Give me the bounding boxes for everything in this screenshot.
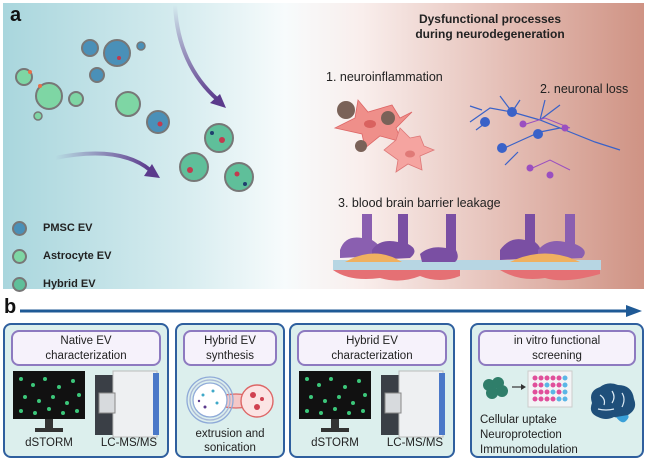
caption-lc-ms: LC-MS/MS bbox=[386, 437, 444, 449]
caption-lc-ms: LC-MS/MS bbox=[100, 437, 158, 449]
step-hybrid-ev-characterization: Hybrid EV characterization dSTORM LC-MS/… bbox=[289, 323, 455, 458]
neurons-icon bbox=[469, 95, 621, 179]
astrocyte-ev-group bbox=[15, 68, 141, 121]
step-title-line1: Native EV bbox=[60, 335, 112, 347]
processes-title: Dysfunctional processes during neurodege… bbox=[380, 12, 600, 42]
step-header: Hybrid EV synthesis bbox=[183, 330, 277, 366]
dstorm-monitor-icon bbox=[299, 371, 371, 432]
legend-label: Astrocyte EV bbox=[43, 250, 112, 262]
arrow-right-icon bbox=[512, 384, 526, 390]
panel-b-label: b bbox=[4, 296, 17, 318]
hybrid-ev-group bbox=[179, 123, 254, 192]
pmsc-ev-icon bbox=[12, 220, 27, 236]
caption-extrusion: extrusion and bbox=[195, 428, 265, 440]
processes-title-line2: during neurodegeneration bbox=[415, 27, 565, 41]
process-neuroinflammation-label: 1. neuroinflammation bbox=[326, 70, 443, 84]
screening-item-cellular-uptake: Cellular uptake bbox=[480, 414, 557, 426]
step-header: in vitro functional screening bbox=[478, 330, 636, 366]
ev-illustration bbox=[15, 4, 254, 192]
step-hybrid-ev-synthesis: Hybrid EV synthesis extrusion and sonica… bbox=[175, 323, 285, 458]
arrowhead-top bbox=[210, 94, 226, 108]
panel-a-label: a bbox=[10, 4, 22, 26]
step-header: Native EV characterization bbox=[11, 330, 161, 366]
membrane-fusion-icon bbox=[186, 376, 274, 424]
step-title-line1: in vitro functional bbox=[513, 335, 601, 347]
workflow-arrowhead-icon bbox=[626, 305, 642, 317]
legend-label: Hybrid EV bbox=[43, 278, 96, 290]
pmsc-ev bbox=[103, 39, 131, 67]
cell-cluster-icon bbox=[483, 377, 508, 399]
curved-arrow-bottom bbox=[54, 151, 152, 172]
processes-title-line1: Dysfunctional processes bbox=[418, 12, 562, 26]
astrocyte-ev bbox=[115, 91, 141, 117]
legend-item-astrocyte: Astrocyte EV bbox=[12, 242, 111, 270]
legend-label: PMSC EV bbox=[43, 222, 93, 234]
legend-item-hybrid: Hybrid EV bbox=[12, 270, 111, 298]
astrocyte-ev-icon bbox=[12, 248, 27, 264]
caption-dstorm: dSTORM bbox=[25, 437, 73, 449]
step-title-line2: characterization bbox=[45, 350, 127, 362]
blood-brain-barrier-icon bbox=[333, 214, 601, 281]
legend-item-pmsc: PMSC EV bbox=[12, 214, 111, 242]
pmsc-ev bbox=[136, 41, 146, 51]
pmsc-ev bbox=[89, 67, 105, 83]
screening-item-immunomodulation: Immunomodulation bbox=[480, 444, 578, 456]
lc-ms-instrument-icon bbox=[95, 370, 159, 438]
workflow-arrow bbox=[20, 305, 642, 317]
step-title-line1: Hybrid EV bbox=[204, 335, 256, 347]
pmsc-ev-group bbox=[81, 39, 170, 134]
brain-icon bbox=[590, 383, 636, 423]
arrowhead-bottom bbox=[144, 164, 160, 178]
astrocyte-ev bbox=[15, 68, 33, 86]
hybrid-ev bbox=[179, 152, 209, 182]
astrocyte-ev bbox=[33, 111, 43, 121]
step-in-vitro-screening: in vitro functional screening Cellular u… bbox=[470, 323, 644, 458]
caption-dstorm: dSTORM bbox=[311, 437, 359, 449]
dstorm-monitor-icon bbox=[13, 371, 85, 432]
step-header: Hybrid EV characterization bbox=[297, 330, 447, 366]
microglia-cells-icon bbox=[333, 99, 436, 173]
lc-ms-instrument-icon bbox=[381, 370, 445, 438]
astrocyte-ev bbox=[35, 82, 63, 110]
astrocyte-ev bbox=[68, 91, 84, 107]
pmsc-ev bbox=[146, 110, 170, 134]
caption-sonication: sonication bbox=[204, 442, 256, 454]
well-plate-icon bbox=[527, 370, 573, 408]
pmsc-ev bbox=[81, 39, 99, 57]
step-title-line1: Hybrid EV bbox=[346, 335, 398, 347]
curved-arrow-top bbox=[173, 4, 220, 102]
process-neuronal-loss-label: 2. neuronal loss bbox=[540, 82, 629, 96]
process-illustration bbox=[333, 95, 621, 281]
ev-legend: PMSC EV Astrocyte EV Hybrid EV bbox=[12, 214, 111, 298]
step-title-line2: characterization bbox=[331, 350, 413, 362]
step-title-line2: synthesis bbox=[206, 350, 254, 362]
step-native-ev-characterization: Native EV characterization dSTORM LC-MS/… bbox=[3, 323, 169, 458]
screening-list: Cellular uptake Neuroprotection Immunomo… bbox=[480, 413, 578, 458]
hybrid-ev-icon bbox=[12, 276, 27, 292]
process-bbb-leakage-label: 3. blood brain barrier leakage bbox=[338, 196, 501, 210]
step-title-line2: screening bbox=[532, 350, 582, 362]
screening-item-neuroprotection: Neuroprotection bbox=[480, 429, 562, 441]
